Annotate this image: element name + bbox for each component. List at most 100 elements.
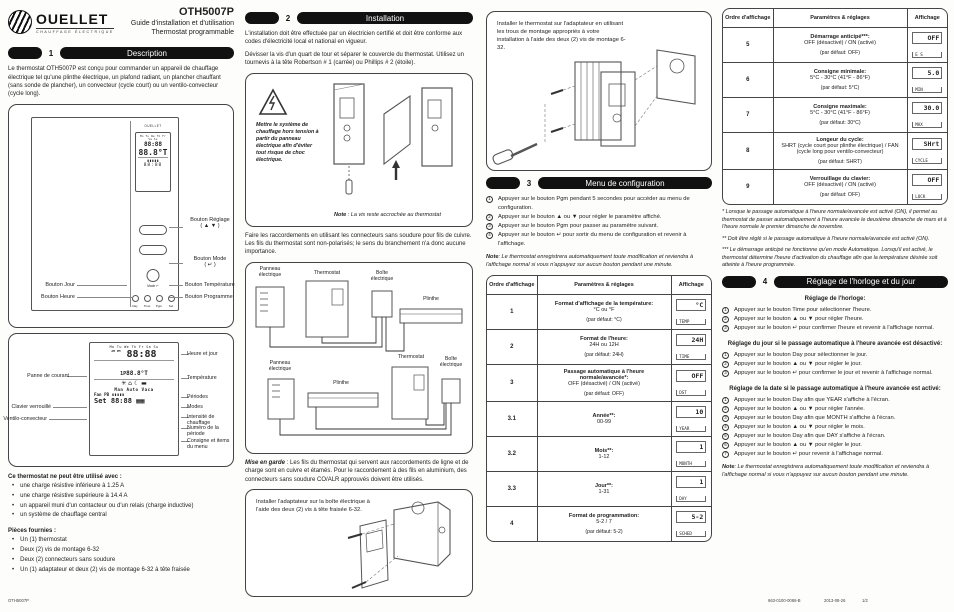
step-number: 3 [722, 414, 729, 422]
section-3-banner: 3 Menu de configuration [486, 177, 712, 189]
thermostat-mount-figure: Installer le thermostat sur l'adaptateur… [486, 11, 712, 171]
clock-note: Note: Le thermostat enregistrera automat… [722, 463, 930, 478]
list-item: •un système de chauffage central [12, 512, 107, 519]
col-header-params: Paramètres & réglages [537, 275, 671, 295]
small-buttons-row: Day Time Pgm Set [131, 294, 175, 308]
wiring-diagram [255, 280, 463, 436]
label-panne-de-courant: Panne de courant [27, 372, 69, 379]
title-block: OTH5007P Guide d'installation et d'utili… [131, 6, 234, 37]
label-boite-electrique: Boîte électrique [370, 269, 394, 282]
clock-subheading-2: Réglage du jour si le passage automatiqu… [727, 340, 943, 347]
step-number: 1 [722, 396, 729, 404]
mode-button-label: Mode ↵ [147, 283, 159, 288]
parts-title: Pièces fournies : [8, 528, 57, 535]
section-4-number: 4 [762, 277, 768, 287]
step-number: 3 [486, 222, 493, 230]
control-column: OUELLET Mo Tu We Th Fr Sa Su 88:88 88.8°… [130, 120, 175, 308]
label-bouton-heure: Bouton Heure [41, 293, 75, 300]
install-paragraph-1: L'installation doit être effectuée par u… [245, 31, 463, 46]
label-ventilo-convecteur: Ventilo-convecteur [3, 415, 47, 422]
column-4: Ordre d'affichage Paramètres & réglages … [722, 6, 948, 484]
table-row: 7 Consigne maximale:5°C - 30°C (41°F - 8… [723, 97, 947, 133]
section-1-banner: 1 Description [8, 47, 234, 60]
adapter-instruction: Installer l'adaptateur sur la boîte élec… [256, 498, 370, 514]
header: OUELLET CHAUFFAGE ÉLECTRIQUE OTH5007P Gu… [8, 6, 234, 37]
footnote-2: ** Doit être réglé si le passage automat… [722, 235, 930, 242]
not-use-title: Ce thermostat ne peut être utilisé avec … [8, 473, 122, 480]
label-numero-periode: Numéro de la période [187, 424, 219, 437]
config-note: Note: Le thermostat enregistrera automat… [486, 253, 694, 268]
ouellet-globe-icon [8, 10, 32, 34]
lcd-screen: Mo Tu We Th Fr Sa Su AM PM 88:88 1P88.8°… [89, 341, 179, 456]
step-number: 2 [486, 213, 493, 221]
step-number: 4 [486, 231, 493, 239]
section-3-title: Menu de configuration [538, 177, 712, 189]
section-2-title: Installation [297, 12, 473, 24]
col-header-order: Ordre d'affichage [723, 9, 774, 28]
section-3-number: 3 [526, 178, 532, 188]
up-button [139, 224, 167, 235]
mode-button [146, 268, 160, 282]
warning-text: Mettre le système de chauffage hors tens… [256, 121, 319, 164]
section-4-banner: 4 Réglage de l'horloge et du jour [722, 275, 948, 288]
label-boite-electrique-2: Boîte électrique [439, 355, 463, 368]
table-row: 1 Format d'affichage de la température:°… [487, 294, 711, 330]
set-button: Set [167, 294, 175, 308]
list-item: •une charge résistive supérieure à 14.4 … [12, 492, 128, 499]
lcd-setpoint: 88:88 [143, 162, 163, 168]
label-thermostat-2: Thermostat [397, 353, 425, 360]
thermostat-open-sketch [333, 82, 453, 195]
mode-indicators: Man Auto Vaca [114, 386, 154, 392]
step-number: 1 [486, 196, 493, 203]
list-item: •un appareil muni d'un contacteur ou d'u… [12, 502, 194, 509]
section-4-title: Réglage de l'horloge et du jour [774, 275, 948, 288]
label-consigne-items: Consigne et items du menu [187, 437, 230, 450]
step-number: 2 [722, 315, 729, 323]
label-clavier-verrouille: Clavier verrouillé [11, 403, 51, 410]
table-row: 3 Passage automatique à l'heure normale/… [487, 364, 711, 402]
column-3: Installer le thermostat sur l'adaptateur… [486, 6, 712, 546]
label-bouton-temperature: Bouton Température [185, 281, 235, 288]
label-panneau-electrique: Panneau électrique [258, 265, 282, 278]
thermostat-front-figure: OUELLET Mo Tu We Th Fr Sa Su 88:88 88.8°… [8, 103, 235, 328]
footnote-3: *** Le démarrage anticipé ne fonctionne … [722, 247, 938, 269]
footer-page-number: 1/2 [862, 598, 868, 603]
lcd-time: AM PM 88:88 [94, 349, 174, 361]
step-number: 3 [722, 369, 729, 377]
label-plinthe-2: Plinthe [333, 379, 349, 386]
list-item: •Deux (2) vis de montage 6-32 [12, 547, 100, 554]
pgm-button: Pgm [155, 294, 163, 308]
not-use-list: •une charge résistive inférieure à 1.25 … [8, 482, 234, 522]
label-bouton-programme: Bouton Programme [185, 293, 233, 300]
lcd-time: 88:88 [143, 140, 163, 148]
label-periodes: Périodes [187, 393, 208, 400]
footer-model: OTH5007P [8, 598, 29, 603]
lcd-bars: ▮▮▮▮▮ [146, 157, 160, 163]
day-button: Day [131, 294, 139, 308]
section-1-title: Description [60, 47, 234, 60]
period-icons: ✳ ⌂ ☾ ▬ [121, 379, 147, 387]
step-number: 1 [722, 351, 729, 359]
